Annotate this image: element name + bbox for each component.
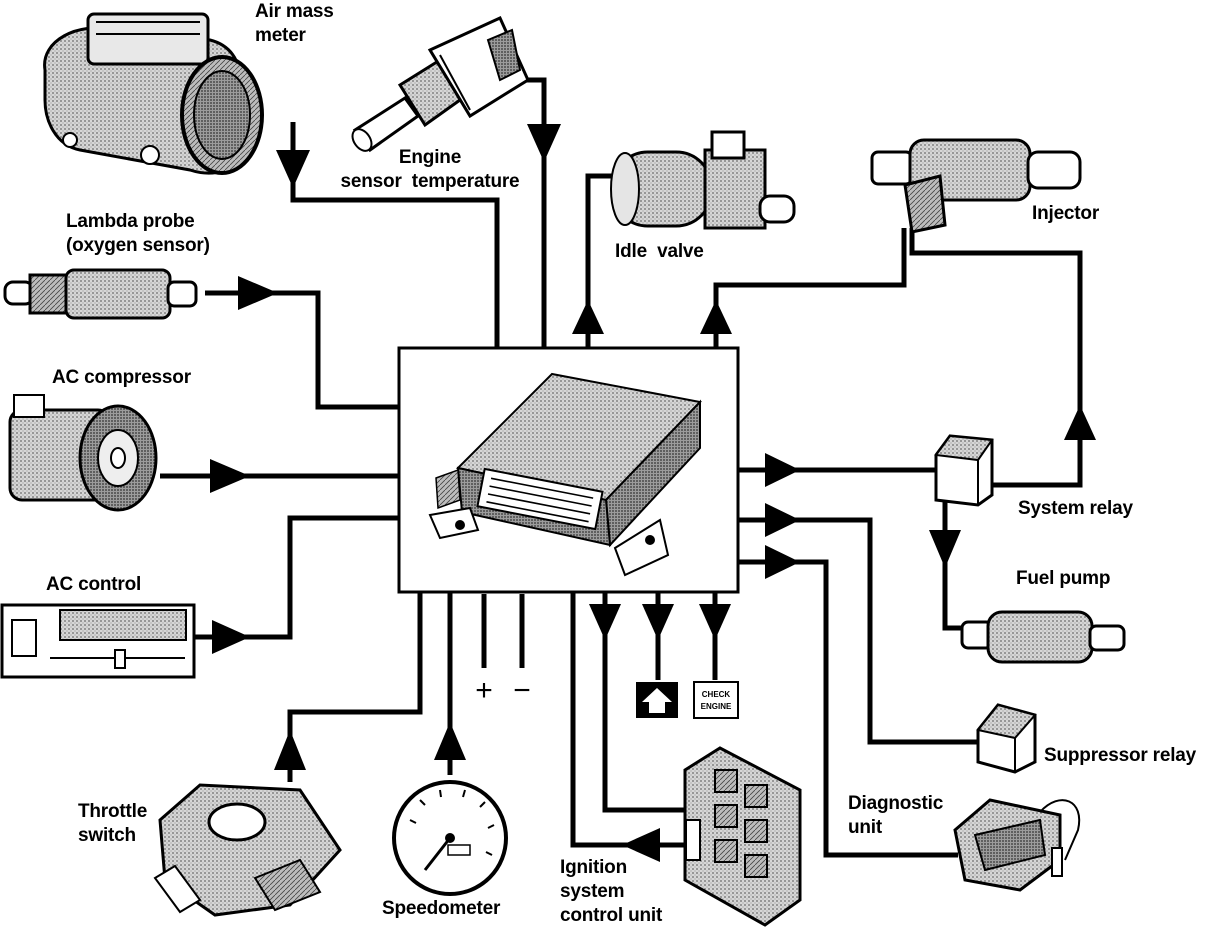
arrow-suppressor-relay	[765, 503, 800, 537]
ac-compressor-illustration	[8, 394, 158, 512]
check-engine-lamp: CHECK ENGINE	[693, 681, 739, 719]
wire-injector-feed	[713, 228, 907, 348]
power-terminals: + −	[475, 674, 531, 707]
arrow-check-engine	[699, 604, 731, 640]
arrow-ac-control	[212, 620, 250, 654]
wire-throttle-switch	[287, 592, 423, 782]
suppressor-relay-illustration	[976, 703, 1037, 774]
arrow-injector	[700, 300, 732, 334]
label-suppressor-relay: Suppressor relay	[1044, 745, 1197, 766]
label-ac-compressor: AC compressor	[52, 367, 191, 388]
power-plus-symbol: +	[475, 674, 493, 707]
ac-control-illustration	[0, 603, 196, 679]
label-system-relay: System relay	[1018, 498, 1133, 519]
ignition-control-unit-illustration	[683, 746, 802, 927]
injector-illustration	[870, 138, 1082, 234]
arrow-diagnostic-unit	[765, 545, 800, 579]
lambda-probe-illustration	[3, 268, 198, 320]
wire-idle-valve	[585, 173, 612, 348]
label-ignition-system-control-unit: Ignition system control unit	[560, 857, 663, 926]
label-lambda-probe: Lambda probe (oxygen sensor)	[66, 211, 210, 256]
wire-suppressor-relay	[738, 517, 978, 745]
engine-temperature-sensor-illustration	[351, 16, 530, 153]
wire-ignition-input	[602, 592, 690, 813]
power-minus-symbol: −	[513, 674, 531, 707]
label-engine-sensor-temperature: Engine sensor temperature	[340, 147, 520, 192]
label-diagnostic-unit: Diagnostic unit	[848, 793, 944, 838]
wire-ac-control	[194, 515, 400, 640]
arrow-fuel-pump	[929, 530, 961, 568]
arrow-lambda-probe	[238, 276, 278, 310]
wire-ignition-output	[570, 592, 692, 848]
speedometer-illustration	[392, 780, 508, 896]
label-ac-control: AC control	[46, 574, 142, 595]
throttle-switch-illustration	[153, 783, 342, 917]
label-idle-valve: Idle valve	[615, 241, 704, 262]
arrow-ac-compressor	[210, 459, 250, 493]
wire-relay-to-injector	[909, 228, 1083, 488]
wire-fuel-pump	[942, 500, 968, 631]
label-air-mass-meter: Air mass meter	[255, 1, 334, 46]
label-throttle-switch: Throttle switch	[78, 801, 148, 846]
arrow-ignition-input	[589, 604, 621, 640]
arrow-air-mass-meter	[276, 150, 310, 188]
signal-arrows	[210, 124, 1096, 862]
arrow-ignition-output	[622, 828, 660, 862]
upshift-arrow-icon	[642, 688, 672, 713]
wire-lambda-probe	[205, 290, 400, 410]
label-injector: Injector	[1032, 203, 1100, 224]
system-relay-illustration	[934, 434, 994, 507]
label-fuel-pump: Fuel pump	[1016, 568, 1111, 589]
air-mass-meter-illustration	[43, 12, 264, 175]
arrow-relay-to-injector	[1064, 405, 1096, 440]
diagnostic-unit-illustration	[953, 798, 1081, 892]
arrow-shift-lamp	[642, 604, 674, 640]
arrow-speedometer	[434, 722, 466, 760]
check-engine-line2: ENGINE	[701, 702, 732, 711]
upshift-indicator-lamp	[636, 682, 678, 718]
arrow-throttle-switch	[274, 730, 306, 770]
ecu-control-unit	[397, 346, 740, 594]
fuel-pump-illustration	[960, 610, 1126, 664]
idle-valve-illustration	[610, 130, 796, 230]
arrow-idle-valve	[572, 300, 604, 334]
check-engine-line1: CHECK	[702, 690, 731, 699]
arrow-system-relay	[765, 453, 800, 487]
arrow-engine-temperature	[527, 124, 561, 162]
label-speedometer: Speedometer	[382, 898, 501, 919]
